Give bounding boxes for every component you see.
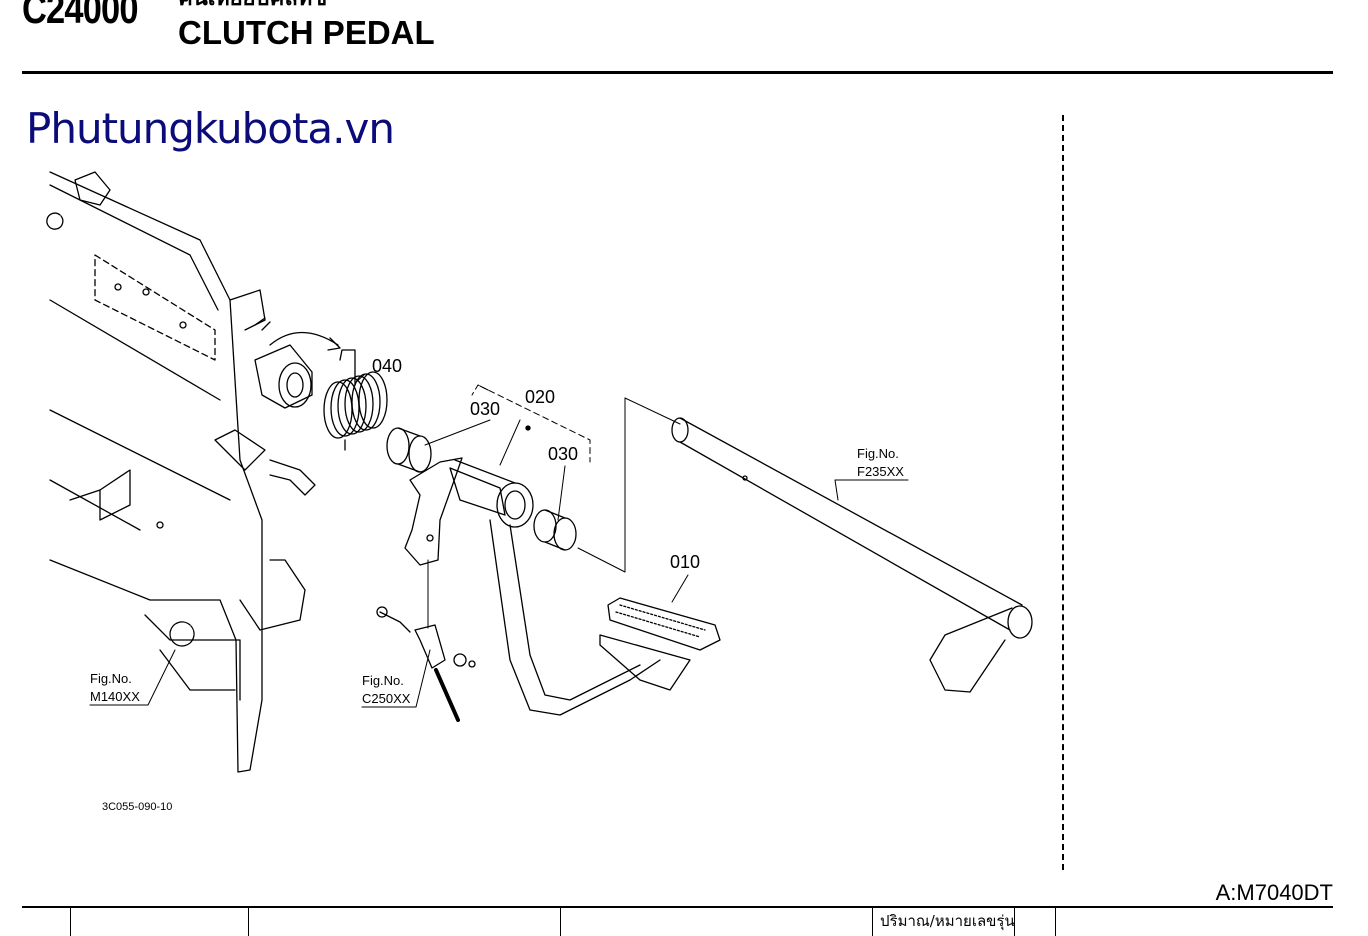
callout-040: 040 [372,356,402,376]
page-title: CLUTCH PEDAL [178,14,435,51]
table-column-divider [1055,906,1056,936]
bushing-030-upper [386,427,432,473]
parts-diagram: 040 020 030 030 010 Fig.No. M140XX Fig.N… [46,171,1033,813]
linkage-rod [376,606,476,722]
table-top-rule [22,906,1333,908]
dashed-divider [1062,115,1064,870]
pedal-arm-020 [404,425,661,716]
model-code: A:M7040DT [1215,880,1333,905]
pedal-shaft [671,417,1033,693]
drawing-id: 3C055-090-10 [102,801,172,813]
header-divider [22,71,1333,74]
rotation-arrow [269,332,339,346]
fig-ref-f235-label: Fig.No. [857,446,899,461]
spring-hook [339,349,356,386]
table-column-divider [1014,906,1015,936]
fig-ref-f235-number[interactable]: F235XX [857,464,904,479]
fig-ref-c250-number[interactable]: C250XX [362,691,411,706]
watermark-link[interactable]: Phutungkubota.vn [26,104,395,153]
fig-ref-m140-number[interactable]: M140XX [90,689,140,704]
spring-040 [323,371,388,451]
callout-020: 020 [525,387,555,407]
callout-030-upper: 030 [470,399,500,419]
section-code: C24000 [22,0,139,32]
table-column-divider [248,906,249,936]
table-header-quantity: ปริมาณ/หมายเลขรุ่น [880,912,1015,930]
table-column-divider [560,906,561,936]
arrow-head [327,337,341,351]
fig-ref-c250-label: Fig.No. [362,673,404,688]
callout-010: 010 [670,552,700,572]
callout-030-lower: 030 [548,444,578,464]
pedal-pad-010 [599,597,721,691]
table-column-divider [70,906,71,936]
frame-drawing [46,171,316,773]
bushing-030-lower [533,509,577,551]
table-column-divider [872,906,873,936]
fig-ref-m140-label: Fig.No. [90,671,132,686]
leader-lines [89,373,909,708]
thai-title: คันเหยียบคลัทช์ [178,0,327,10]
